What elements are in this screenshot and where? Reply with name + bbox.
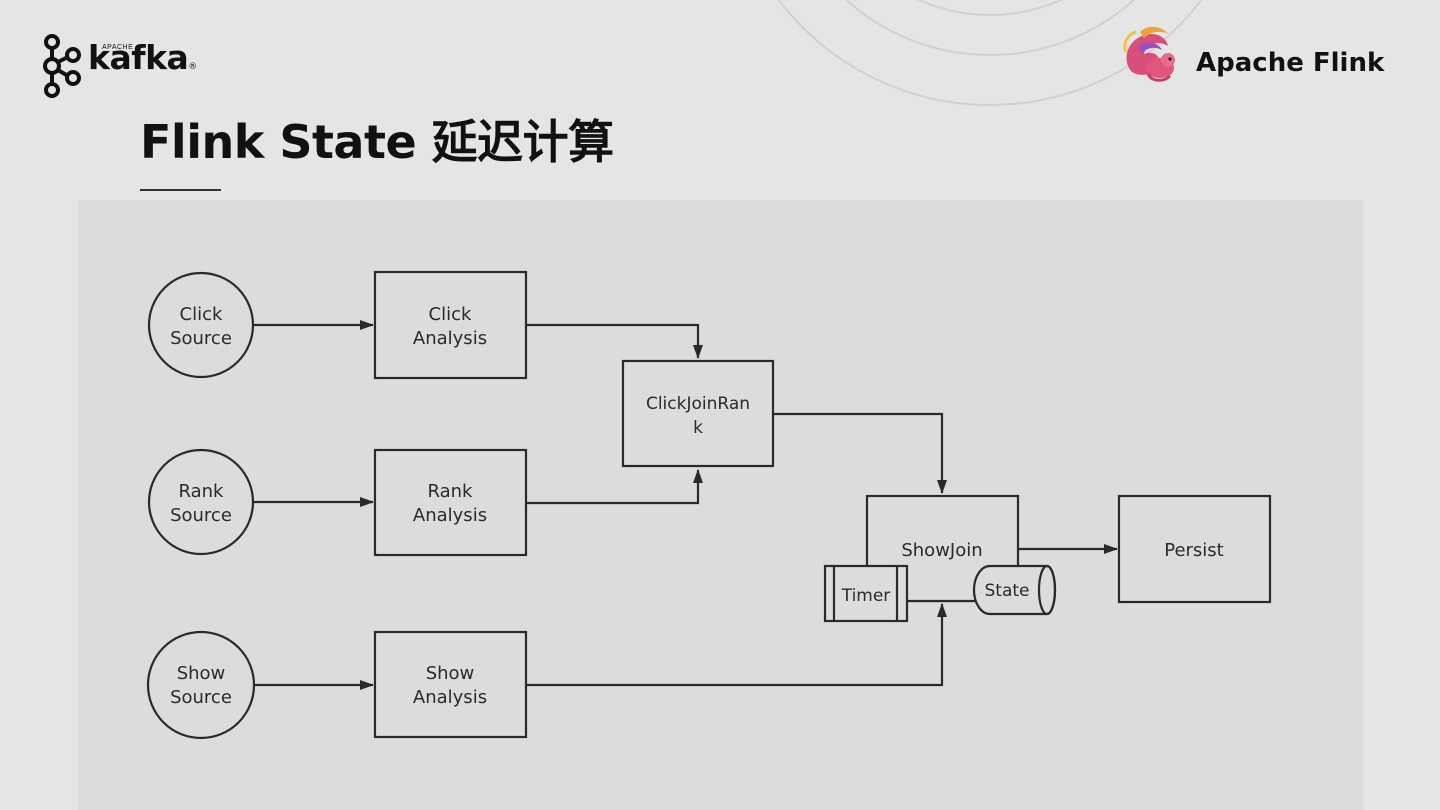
edge-click-analysis-to-clickjoinrank xyxy=(526,323,703,359)
kafka-registered-mark: ® xyxy=(188,62,197,72)
background-rings-decoration xyxy=(777,0,1203,106)
state-node-end xyxy=(1037,564,1057,616)
persist-node xyxy=(1117,494,1272,604)
rank-source-label-line1: Rank xyxy=(179,481,225,502)
kafka-nodes-icon xyxy=(43,34,81,98)
kafka-wordmark-text: kafka xyxy=(88,38,189,77)
click-source-label-line2: Source xyxy=(170,328,232,349)
show-source-label-line1: Show xyxy=(177,663,226,684)
flink-squirrel-icon xyxy=(1123,26,1175,82)
rank-analysis-label-line2: Analysis xyxy=(413,505,487,526)
title-underline xyxy=(140,189,221,191)
rank-analysis-label-line1: Rank xyxy=(428,481,474,502)
clickjoinrank-label-line2: k xyxy=(693,418,703,438)
rank-source-label-line2: Source xyxy=(170,505,232,526)
kafka-apache-superscript: APACHE xyxy=(102,44,134,51)
show-analysis-label-line2: Analysis xyxy=(413,687,487,708)
page-title: Flink State 延迟计算 xyxy=(140,115,614,169)
show-analysis-label-line1: Show xyxy=(426,663,475,684)
rank-analysis-node xyxy=(373,448,528,557)
timer-node xyxy=(823,564,909,623)
show-source-label-line2: Source xyxy=(170,687,232,708)
edge-rank-analysis-to-clickjoinrank xyxy=(526,469,703,505)
kafka-wordmark: kafka® xyxy=(88,38,197,77)
edge-clickjoinrank-to-showjoin xyxy=(773,412,947,494)
diagram-panel xyxy=(78,200,1363,810)
persist-label: Persist xyxy=(1164,540,1224,561)
click-analysis-node xyxy=(373,270,528,380)
show-source-node xyxy=(146,630,256,740)
click-source-node xyxy=(147,271,255,379)
click-analysis-label-line2: Analysis xyxy=(413,328,487,349)
clickjoinrank-label-line1: ClickJoinRan xyxy=(646,394,750,414)
showjoin-label: ShowJoin xyxy=(901,540,982,561)
clickjoinrank-node xyxy=(621,359,775,468)
state-label: State xyxy=(985,581,1030,601)
timer-label: Timer xyxy=(841,586,891,606)
flink-wordmark: Apache Flink xyxy=(1196,48,1385,78)
rank-source-node xyxy=(147,448,255,556)
show-analysis-node xyxy=(373,630,528,739)
click-analysis-label-line1: Click xyxy=(429,304,472,325)
click-source-label-line1: Click xyxy=(180,304,223,325)
edge-show-analysis-to-showjoin xyxy=(526,603,947,687)
